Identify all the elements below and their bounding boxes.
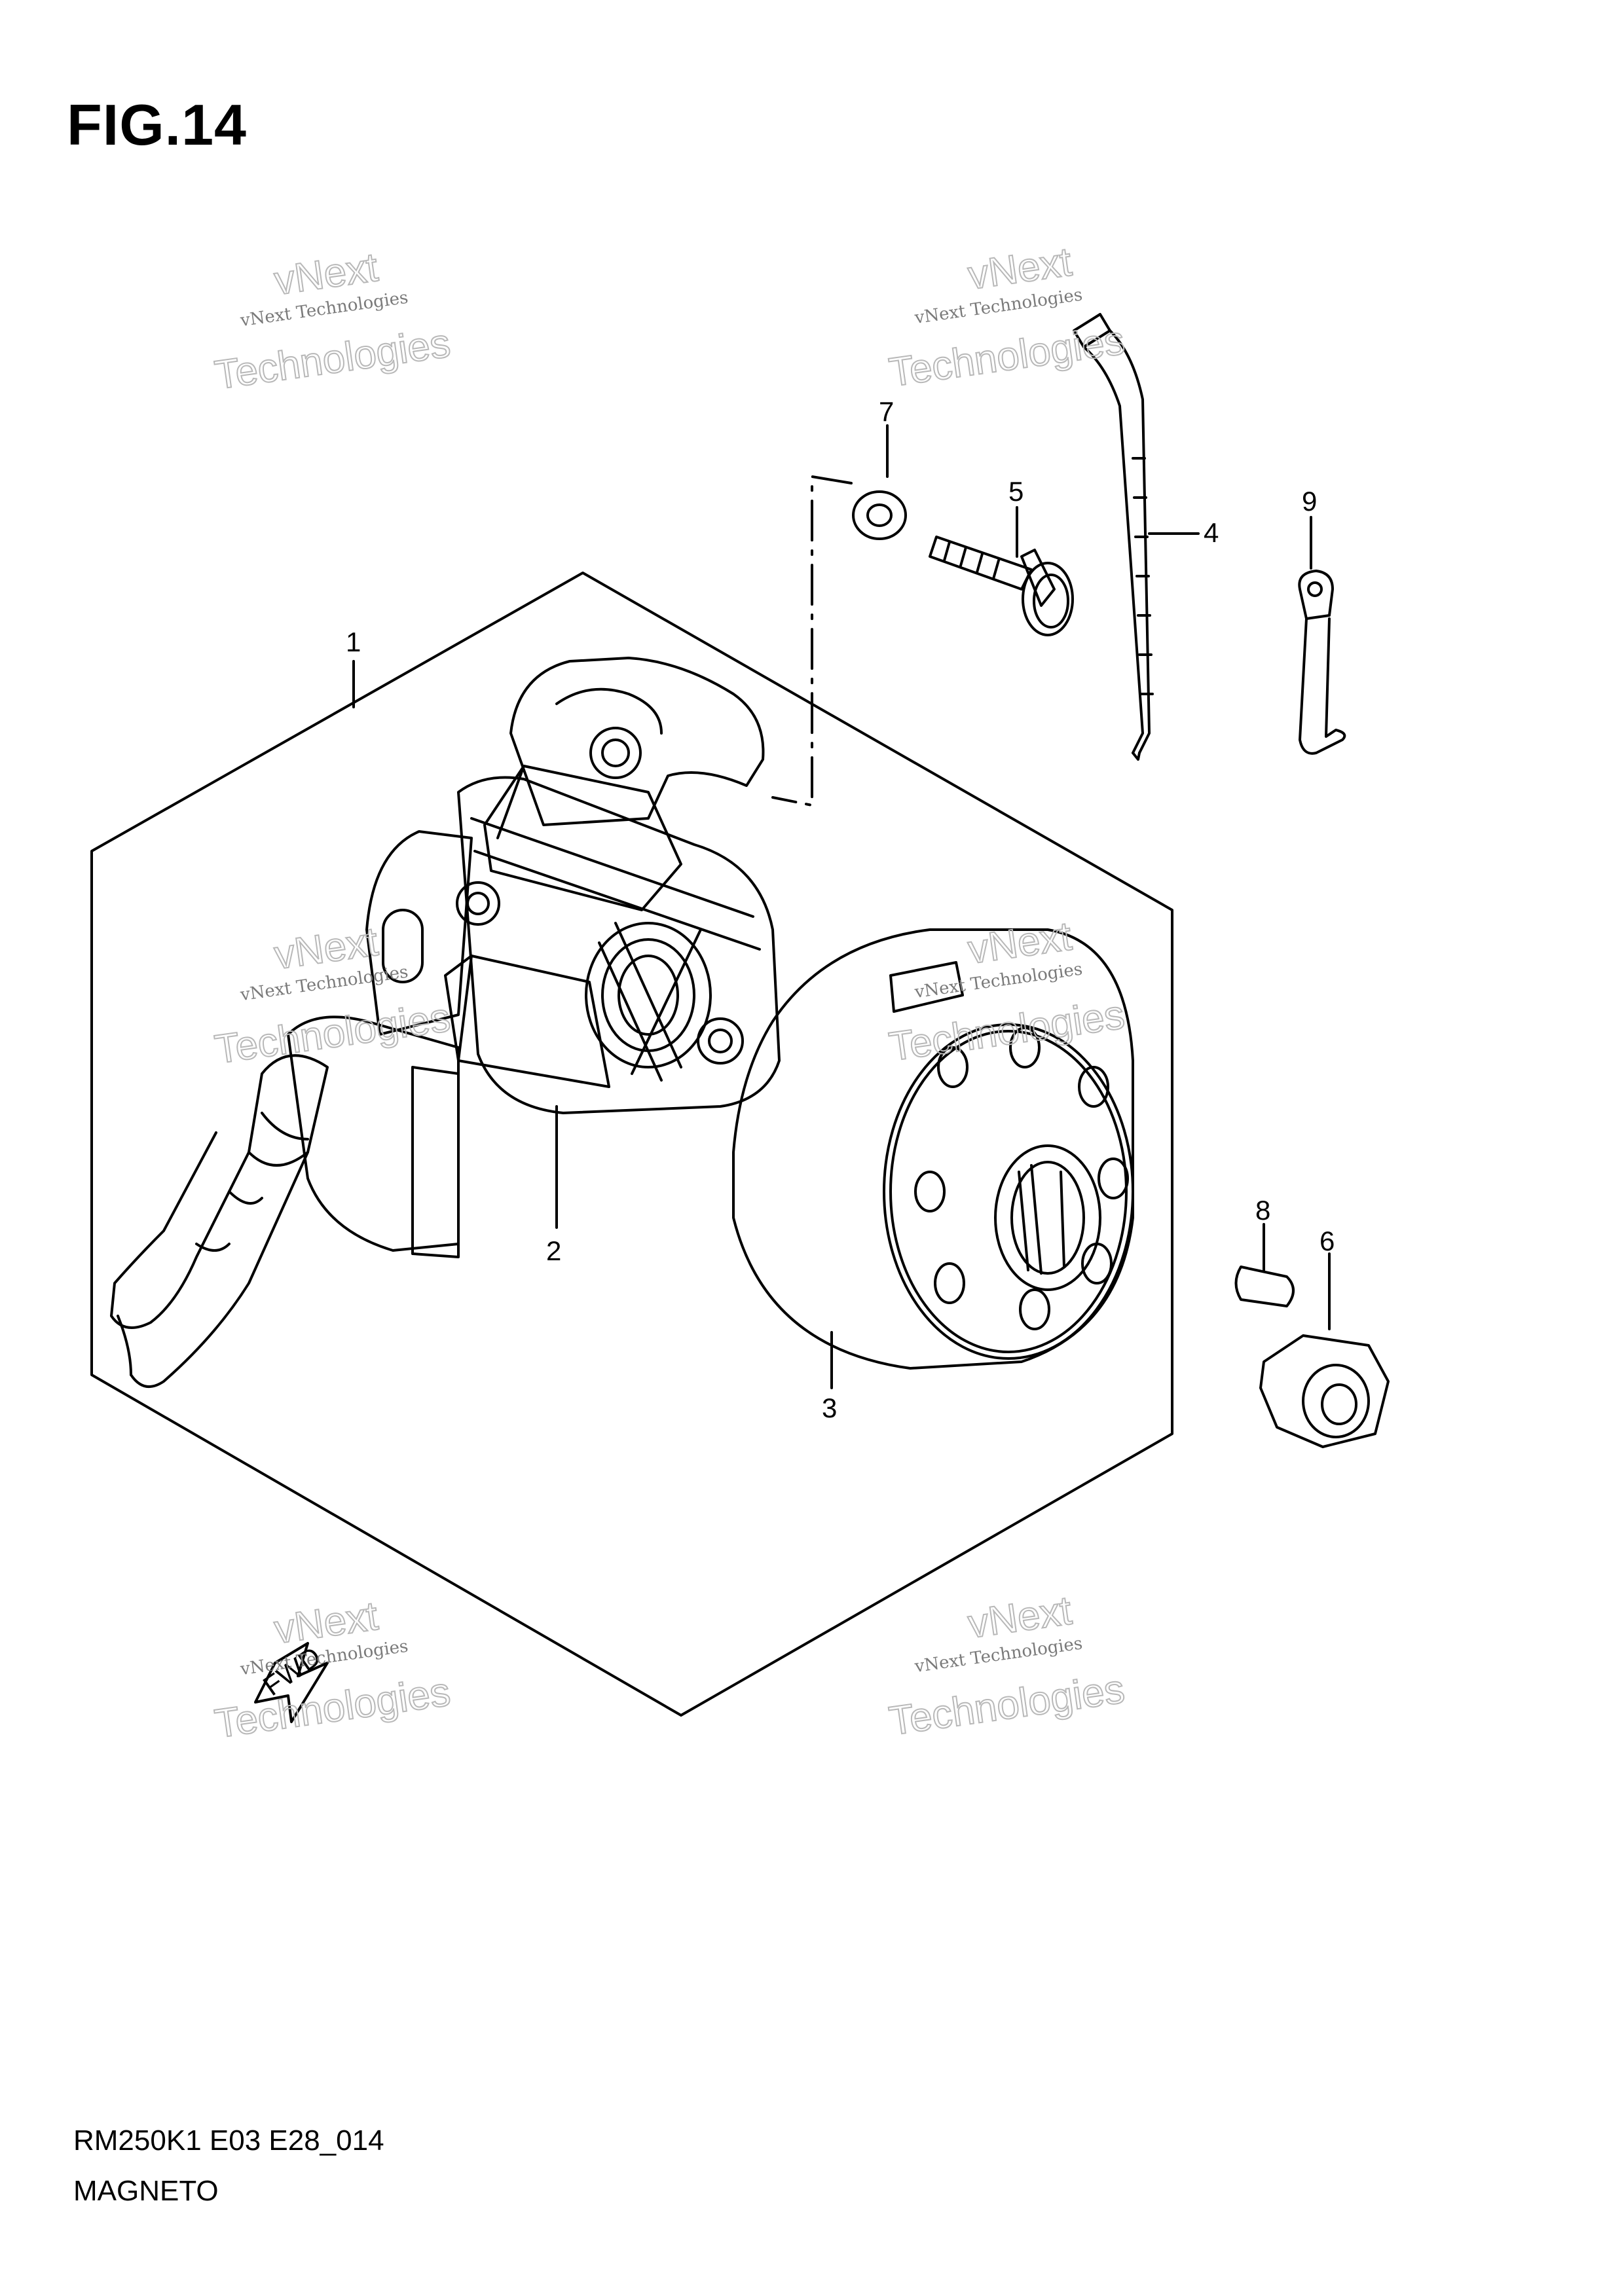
watermark-large: Technologies bbox=[887, 318, 1128, 395]
nut-drawing bbox=[1259, 1334, 1390, 1448]
callout-4: 4 bbox=[1204, 517, 1219, 548]
watermarks: vNext vNext Technologies Technologies vN… bbox=[212, 238, 1128, 1747]
clamp-drawing bbox=[1298, 570, 1346, 755]
callout-1: 1 bbox=[346, 627, 361, 657]
callout-7: 7 bbox=[879, 396, 894, 427]
watermark-large: Technologies bbox=[212, 995, 453, 1073]
model-code: RM250K1 E03 E28_014 bbox=[73, 2124, 384, 2157]
rotor-drawing bbox=[732, 928, 1134, 1370]
callout-5: 5 bbox=[1008, 476, 1024, 507]
stator-drawing bbox=[110, 657, 781, 1388]
callout-6: 6 bbox=[1320, 1226, 1335, 1256]
callout-9: 9 bbox=[1302, 486, 1317, 517]
callout-3: 3 bbox=[822, 1393, 837, 1423]
watermark-large: Technologies bbox=[212, 1669, 453, 1747]
assembly-outline bbox=[90, 572, 1173, 1717]
key-drawing bbox=[1234, 1266, 1295, 1307]
watermark-large: Technologies bbox=[212, 321, 453, 399]
bolt-drawing bbox=[929, 536, 1074, 636]
callout-2: 2 bbox=[546, 1235, 561, 1266]
washer-drawing bbox=[852, 490, 907, 540]
figure-name: MAGNETO bbox=[73, 2175, 219, 2207]
figure-title: FIG.14 bbox=[67, 92, 247, 157]
cable-tie-drawing bbox=[1073, 313, 1154, 761]
callout-8: 8 bbox=[1255, 1195, 1270, 1226]
alignment-line bbox=[771, 475, 853, 807]
watermark-large: Technologies bbox=[887, 1666, 1128, 1744]
fwd-arrow bbox=[254, 1642, 329, 1723]
